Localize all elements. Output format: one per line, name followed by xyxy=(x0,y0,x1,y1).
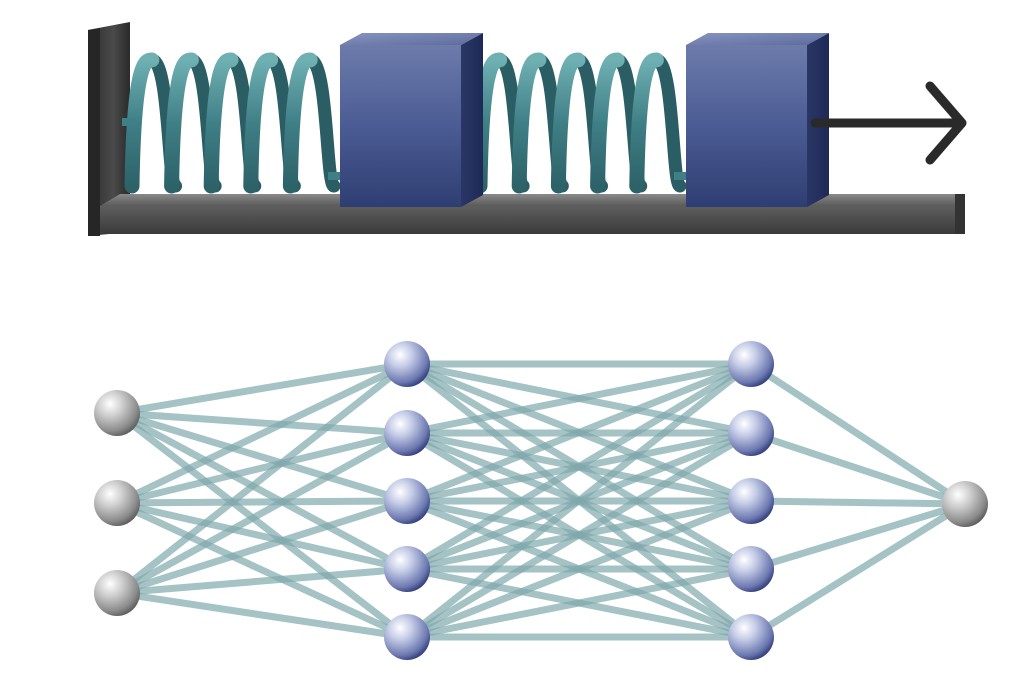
node-layer2-2 xyxy=(384,410,430,456)
node-layer3-4 xyxy=(728,546,774,592)
edge-l2-n5-to-n2 xyxy=(405,429,753,641)
node-layer4-1 xyxy=(942,481,988,527)
network-connections xyxy=(114,360,967,641)
node-layer2-4 xyxy=(384,546,430,592)
edge-l1-n1-to-n1 xyxy=(116,360,408,417)
edge-l2-n2-to-n1 xyxy=(406,360,752,437)
edge-l1-n2-to-n3 xyxy=(116,497,408,507)
network-nodes xyxy=(94,341,988,660)
edge-l1-n1-to-n4 xyxy=(115,409,409,573)
edge-l2-n5-to-n4 xyxy=(406,565,752,641)
edge-l1-n3-to-n5 xyxy=(116,589,408,641)
edge-l2-n5-to-n3 xyxy=(405,497,753,641)
force-arrow xyxy=(810,81,967,165)
node-layer3-3 xyxy=(728,478,774,524)
node-layer2-5 xyxy=(384,614,430,660)
edge-l1-n1-to-n5 xyxy=(114,410,410,640)
edge-l2-n4-to-n1 xyxy=(405,360,753,573)
node-layer3-1 xyxy=(728,341,774,387)
edge-l2-n3-to-n1 xyxy=(405,360,753,505)
edge-l3-n2-to-n1 xyxy=(749,429,967,508)
node-layer1-3 xyxy=(94,570,140,616)
wall xyxy=(88,22,130,236)
spring-2 xyxy=(470,52,687,194)
edge-l1-n3-to-n3 xyxy=(115,497,409,597)
floor-track xyxy=(100,194,965,234)
node-layer3-2 xyxy=(728,410,774,456)
node-layer3-5 xyxy=(728,614,774,660)
edge-l1-n3-to-n1 xyxy=(114,361,410,596)
block-2 xyxy=(686,33,829,207)
node-layer2-3 xyxy=(384,478,430,524)
edge-l1-n1-to-n2 xyxy=(116,409,408,437)
edge-l1-n1-to-n3 xyxy=(115,409,409,505)
edge-l3-n4-to-n1 xyxy=(749,500,967,573)
springs xyxy=(122,52,687,194)
edge-l3-n1-to-n1 xyxy=(749,361,967,507)
edge-l1-n2-to-n5 xyxy=(115,499,409,641)
node-layer1-2 xyxy=(94,480,140,526)
spring-1 xyxy=(122,52,341,194)
edge-l1-n2-to-n4 xyxy=(116,499,408,573)
edge-l2-n5-to-n1 xyxy=(404,361,754,640)
spring-mass-system xyxy=(88,22,967,236)
edge-l1-n2-to-n1 xyxy=(115,360,409,507)
edge-l1-n2-to-n2 xyxy=(116,429,408,507)
edge-l1-n3-to-n2 xyxy=(115,429,409,597)
block-1 xyxy=(340,33,483,207)
node-layer1-1 xyxy=(94,390,140,436)
edge-l1-n3-to-n4 xyxy=(116,565,408,597)
edge-l3-n5-to-n1 xyxy=(749,501,967,640)
node-layer2-1 xyxy=(384,341,430,387)
edge-l3-n3-to-n1 xyxy=(750,497,966,508)
